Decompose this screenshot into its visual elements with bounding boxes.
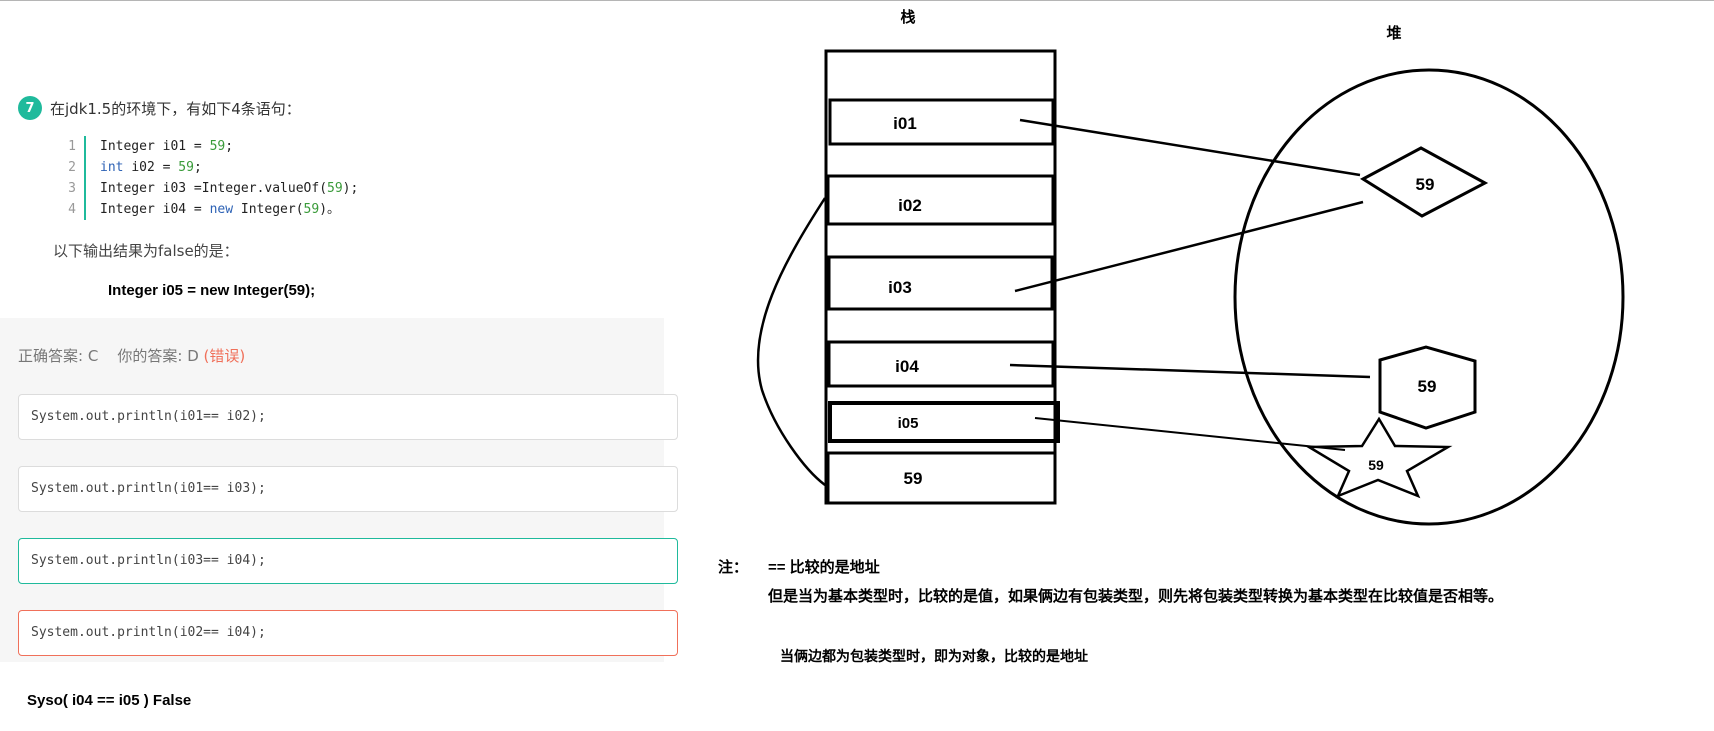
code-token: = bbox=[186, 181, 202, 196]
heap-hexagon bbox=[1378, 345, 1477, 430]
code-token: Integer bbox=[201, 181, 257, 196]
code-token: . bbox=[256, 181, 265, 196]
code-line: 2 int i02 = 59; bbox=[60, 157, 358, 178]
code-token: ( bbox=[319, 181, 328, 196]
note-rule-2: 但是当为基本类型时，比较的是值，如果俩边有包装类型，则先将包装类型转换为基本类型… bbox=[768, 588, 1504, 605]
note-rule-3: 当俩边都为包装类型时，即为对象，比较的是地址 bbox=[780, 648, 1088, 664]
code-token: Integer bbox=[240, 202, 296, 217]
code-text: Integer i03 =Integer.valueOf(59); bbox=[100, 178, 358, 199]
code-token bbox=[233, 202, 241, 217]
code-token: = bbox=[154, 160, 179, 175]
code-token: ); bbox=[342, 181, 359, 196]
question-text: 在jdk1.5的环境下，有如下4条语句： bbox=[50, 99, 301, 118]
code-token: valueOf bbox=[264, 181, 320, 196]
code-token: i04 bbox=[162, 202, 187, 217]
stack-cell-59 bbox=[826, 451, 1057, 505]
code-token bbox=[155, 202, 163, 217]
code-gutter-bar bbox=[84, 199, 86, 220]
answer-panel: 正确答案: C 你的答案: D (错误) System.out.println(… bbox=[0, 318, 678, 662]
code-token bbox=[155, 181, 163, 196]
heap-diamond bbox=[1360, 146, 1489, 218]
stack-cell-i05 bbox=[828, 401, 1060, 443]
code-text: Integer i01 = 59; bbox=[100, 136, 233, 157]
code-token: Integer bbox=[100, 139, 155, 154]
code-token: i02 bbox=[131, 160, 155, 175]
code-token: Integer bbox=[100, 181, 155, 196]
code-line: 1 Integer i01 = 59; bbox=[60, 136, 358, 157]
option-d[interactable]: System.out.println(i02== i04); bbox=[18, 610, 678, 656]
heap-diamond-label: 59 bbox=[1416, 175, 1435, 194]
code-token: i03 bbox=[162, 181, 187, 196]
correct-answer-label: 正确答案: C bbox=[18, 347, 99, 365]
stack-cell-i02-label: i02 bbox=[898, 196, 922, 215]
code-token: i01 bbox=[162, 139, 187, 154]
stack-cell-i04-label: i04 bbox=[895, 357, 919, 376]
line-number: 1 bbox=[68, 139, 76, 154]
option-c[interactable]: System.out.println(i03== i04); bbox=[18, 538, 678, 584]
stack-cell-i03 bbox=[827, 255, 1054, 311]
code-number: 59 bbox=[303, 202, 320, 217]
question-number-badge: 7 bbox=[18, 96, 42, 120]
top-border bbox=[0, 0, 1714, 1]
stack-cell-59-label: 59 bbox=[904, 469, 923, 488]
result-badge: (错误) bbox=[203, 347, 246, 365]
note-rule-1: == 比较的是地址 bbox=[768, 559, 880, 576]
line-number: 3 bbox=[68, 181, 76, 196]
ref-line-i04 bbox=[1009, 363, 1371, 379]
code-gutter-bar bbox=[84, 157, 86, 178]
stack-cell-i02 bbox=[826, 174, 1055, 226]
note-label: 注： bbox=[718, 559, 749, 576]
line-number: 4 bbox=[68, 202, 76, 217]
extra-statement: Integer i05 = new Integer(59); bbox=[108, 282, 316, 299]
option-a[interactable]: System.out.println(i01== i02); bbox=[18, 394, 678, 440]
stack-cell-i01-label: i01 bbox=[893, 114, 917, 133]
line-number: 2 bbox=[68, 160, 76, 175]
code-number: 59 bbox=[327, 181, 343, 196]
code-gutter-bar bbox=[84, 178, 86, 199]
code-text: int i02 = 59; bbox=[100, 157, 202, 178]
your-answer-label: 你的答案: D bbox=[117, 347, 199, 365]
ref-line-i05 bbox=[1034, 417, 1346, 451]
stack-frame bbox=[824, 49, 1057, 505]
i02-to-value-curve bbox=[756, 197, 827, 486]
code-block: 1 Integer i01 = 59; 2 int i02 = 59; 3 In… bbox=[60, 136, 358, 220]
stack-cell-i03-label: i03 bbox=[888, 278, 912, 297]
stack-cell-i05-label: i05 bbox=[898, 415, 919, 432]
syso-note: Syso( i04 == i05 ) False bbox=[27, 692, 192, 709]
ref-line-i03 bbox=[1014, 200, 1364, 293]
heap-title: 堆 bbox=[1386, 24, 1401, 42]
code-token: ( bbox=[295, 202, 304, 217]
stack-cell-i01 bbox=[828, 98, 1055, 146]
heap-star-label: 59 bbox=[1368, 457, 1384, 473]
code-token bbox=[155, 139, 163, 154]
stack-title: 栈 bbox=[900, 8, 915, 26]
code-token: )。 bbox=[319, 202, 341, 217]
code-text: Integer i04 = new Integer(59)。 bbox=[100, 199, 340, 220]
stack-cell-i04 bbox=[827, 340, 1055, 388]
code-gutter-bar bbox=[84, 136, 86, 157]
question-followup: 以下输出结果为false的是： bbox=[53, 242, 239, 260]
quiz-panel: 7 在jdk1.5的环境下，有如下4条语句： 1 Integer i01 = 5… bbox=[0, 0, 678, 731]
heap-star bbox=[1304, 416, 1453, 499]
heap-hexagon-label: 59 bbox=[1418, 377, 1437, 396]
question-header: 7 在jdk1.5的环境下，有如下4条语句： bbox=[18, 96, 301, 120]
code-token: ; bbox=[193, 160, 202, 175]
code-line: 4 Integer i04 = new Integer(59)。 bbox=[60, 199, 358, 220]
code-keyword: int bbox=[100, 160, 124, 175]
answer-summary: 正确答案: C 你的答案: D (错误) bbox=[18, 345, 245, 366]
code-keyword: new bbox=[209, 202, 234, 217]
code-token: = bbox=[186, 139, 210, 154]
code-line: 3 Integer i03 =Integer.valueOf(59); bbox=[60, 178, 358, 199]
option-b[interactable]: System.out.println(i01== i03); bbox=[18, 466, 678, 512]
code-token: = bbox=[186, 202, 210, 217]
heap-ellipse bbox=[1233, 68, 1625, 526]
code-token: ; bbox=[225, 139, 234, 154]
code-number: 59 bbox=[178, 160, 194, 175]
ref-line-i01 bbox=[1019, 118, 1361, 177]
code-token: Integer bbox=[100, 202, 155, 217]
code-number: 59 bbox=[209, 139, 226, 154]
